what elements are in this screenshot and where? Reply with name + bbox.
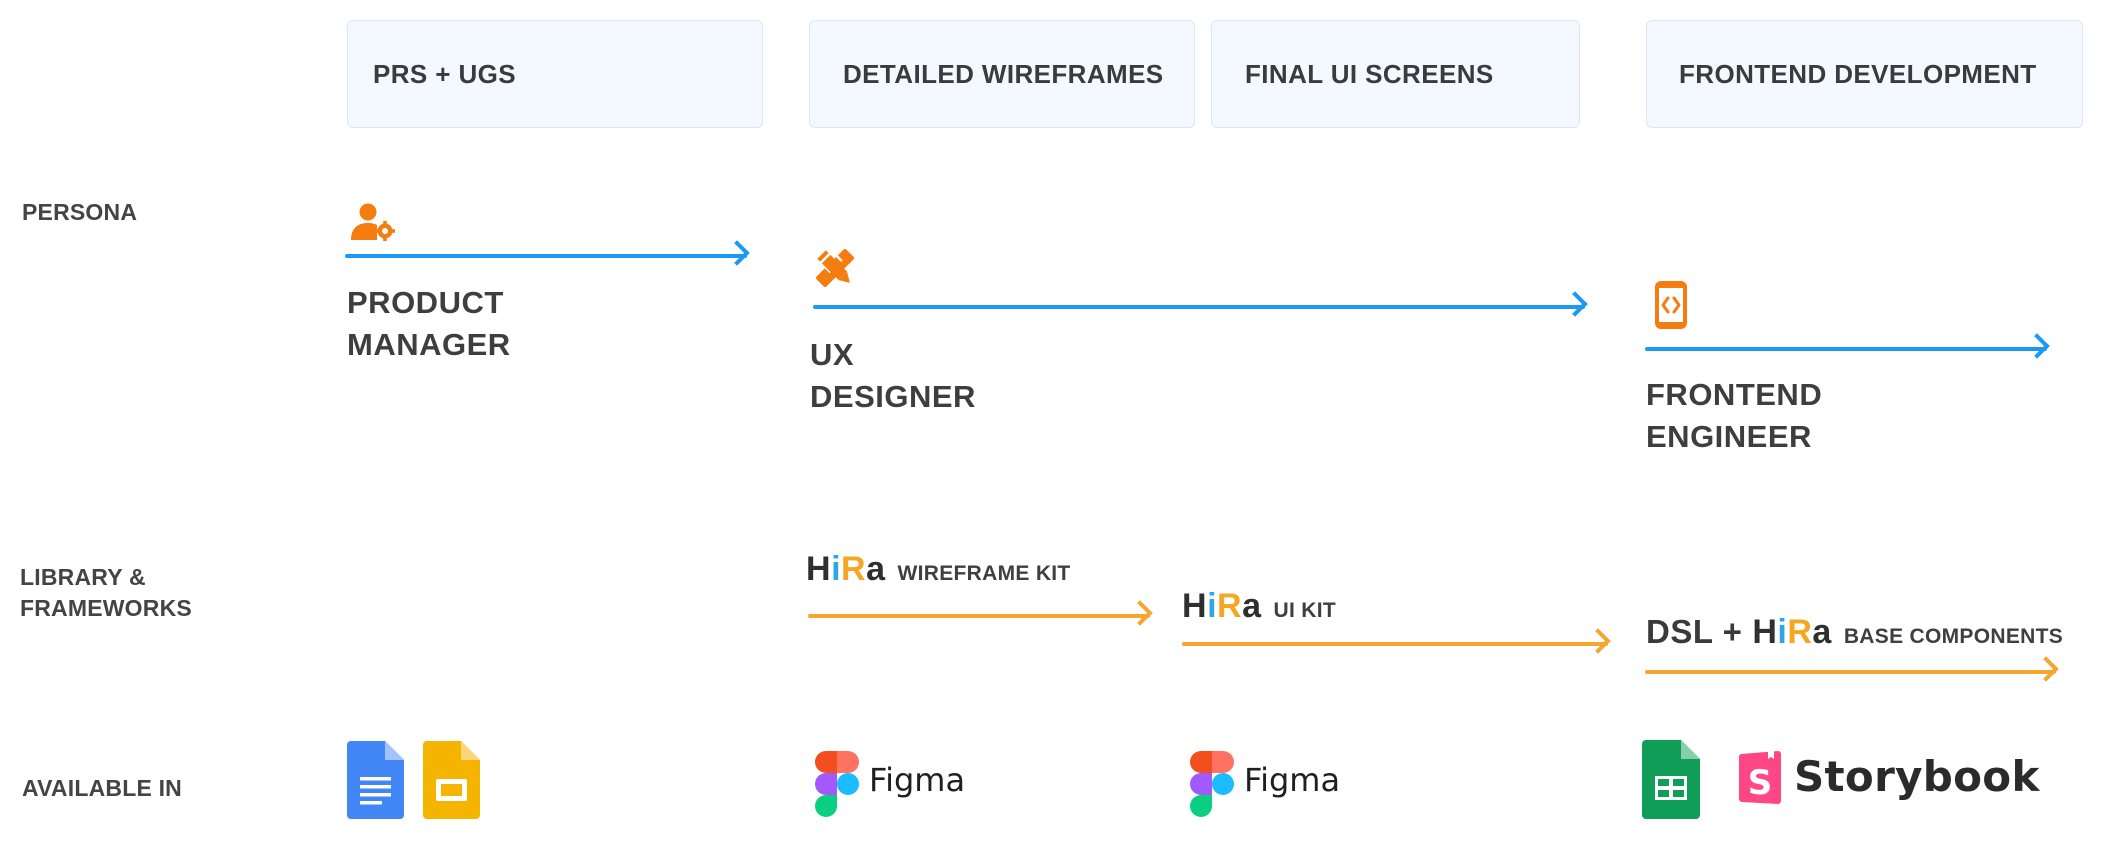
phase-detailed-wireframes: DETAILED WIREFRAMES bbox=[809, 20, 1195, 128]
row-label-available: AVAILABLE IN bbox=[22, 775, 182, 801]
persona-arrow-product-manager bbox=[345, 254, 747, 258]
svg-text:S: S bbox=[1748, 763, 1773, 803]
persona-frontend-engineer: FRONTEND ENGINEER bbox=[1646, 374, 1822, 458]
library-arrow-wireframe-kit bbox=[808, 614, 1150, 618]
mobile-code-icon bbox=[1654, 280, 1688, 330]
phase-final-ui-screens: FINAL UI SCREENS bbox=[1211, 20, 1580, 128]
lib-hira-ui-kit: HiRa UI KIT bbox=[1182, 587, 1336, 626]
figma-wordmark: Figma bbox=[1244, 761, 1341, 799]
phase-label: DETAILED WIREFRAMES bbox=[843, 58, 1164, 89]
phase-label: PRS + UGS bbox=[373, 58, 517, 89]
library-arrow-base-components bbox=[1645, 670, 2056, 674]
persona-name-line2: ENGINEER bbox=[1646, 419, 1812, 454]
phase-label: FINAL UI SCREENS bbox=[1245, 58, 1494, 89]
figma-wordmark: Figma bbox=[869, 761, 966, 799]
lib-ui-kit-label: UI KIT bbox=[1273, 599, 1336, 622]
user-gear-icon bbox=[348, 202, 396, 242]
persona-name-line1: PRODUCT bbox=[347, 285, 504, 320]
storybook-icon: S bbox=[1738, 750, 1782, 805]
persona-name-line2: MANAGER bbox=[347, 327, 511, 362]
pencil-ruler-icon bbox=[812, 245, 858, 291]
google-docs-icon bbox=[347, 741, 404, 819]
phase-prs-ugs: PRS + UGS bbox=[347, 20, 763, 128]
phase-label: FRONTEND DEVELOPMENT bbox=[1679, 58, 2037, 89]
row-label-persona: PERSONA bbox=[22, 199, 138, 225]
library-arrow-ui-kit bbox=[1182, 642, 1608, 646]
google-sheets-icon bbox=[1642, 740, 1700, 819]
hira-logo: HiRa bbox=[1182, 587, 1262, 625]
persona-arrow-frontend-engineer bbox=[1645, 347, 2047, 351]
google-slides-icon bbox=[423, 741, 480, 819]
persona-arrow-ux-designer bbox=[813, 305, 1585, 309]
figma-icon bbox=[1190, 751, 1234, 817]
hira-logo: HiRa bbox=[1752, 613, 1832, 651]
phase-frontend-development: FRONTEND DEVELOPMENT bbox=[1646, 20, 2083, 128]
lib-dsl-prefix: DSL + bbox=[1646, 613, 1743, 650]
storybook-wordmark: Storybook bbox=[1794, 752, 2040, 801]
hira-logo: HiRa bbox=[806, 550, 886, 588]
persona-ux-designer: UX DESIGNER bbox=[810, 334, 976, 418]
lib-base-components-label: BASE COMPONENTS bbox=[1843, 625, 2064, 648]
persona-name-line2: DESIGNER bbox=[810, 379, 976, 414]
persona-name-line1: FRONTEND bbox=[1646, 377, 1823, 412]
lib-wireframe-kit-label: WIREFRAME KIT bbox=[897, 562, 1071, 585]
figma-icon bbox=[815, 751, 859, 817]
lib-hira-wireframe-kit: HiRa WIREFRAME KIT bbox=[806, 550, 1071, 589]
row-label-library: LIBRARY & FRAMEWORKS bbox=[20, 564, 192, 621]
persona-name-line1: UX bbox=[810, 337, 855, 372]
persona-product-manager: PRODUCT MANAGER bbox=[347, 282, 511, 366]
lib-dsl-base-components: DSL + HiRa BASE COMPONENTS bbox=[1646, 613, 2063, 652]
